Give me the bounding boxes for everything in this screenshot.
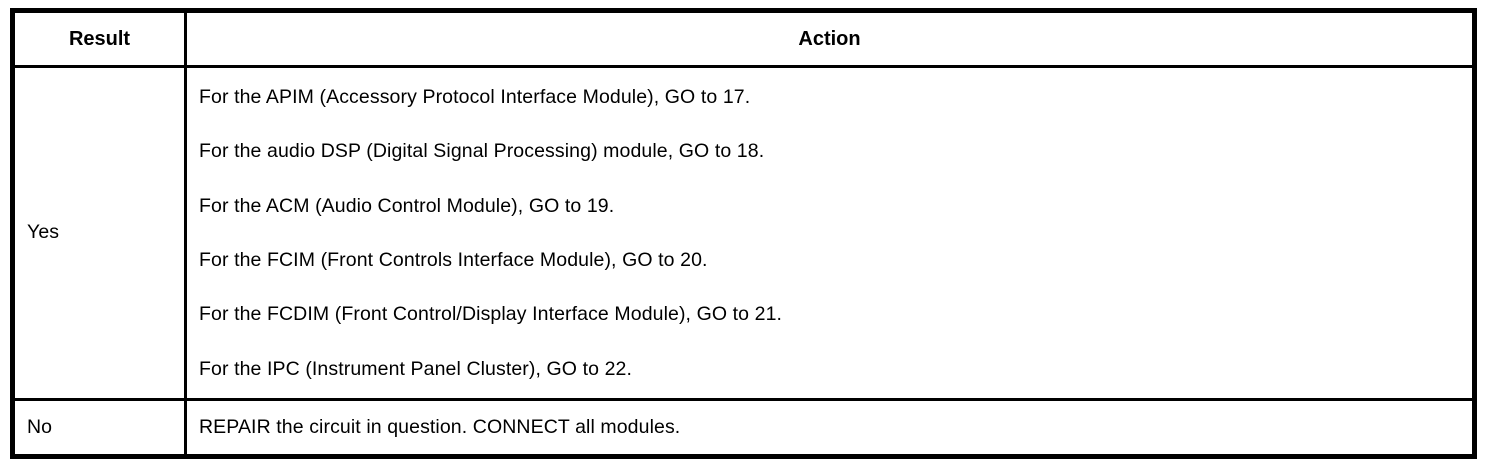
result-action-table: Result Action Yes For the APIM (Accessor… [10, 8, 1477, 459]
result-cell-no: No [11, 397, 187, 459]
column-header-result: Result [11, 9, 187, 68]
table-row: Yes For the APIM (Accessory Protocol Int… [11, 65, 1476, 401]
action-line: For the IPC (Instrument Panel Cluster), … [199, 357, 632, 380]
action-line: For the FCDIM (Front Control/Display Int… [199, 303, 783, 326]
table-header: Result Action [11, 9, 1476, 68]
header-row: Result Action [11, 9, 1476, 68]
table-row: No REPAIR the circuit in question. CONNE… [11, 397, 1476, 459]
column-header-action: Action [184, 9, 1476, 68]
action-line: For the FCIM (Front Controls Interface M… [199, 249, 708, 272]
table-body: Yes For the APIM (Accessory Protocol Int… [11, 65, 1476, 459]
action-line: REPAIR the circuit in question. CONNECT … [199, 416, 681, 439]
action-line: For the audio DSP (Digital Signal Proces… [199, 140, 765, 163]
action-line: For the APIM (Accessory Protocol Interfa… [199, 86, 751, 109]
action-line: For the ACM (Audio Control Module), GO t… [199, 194, 615, 217]
result-cell-yes: Yes [11, 65, 187, 401]
action-list: For the APIM (Accessory Protocol Interfa… [199, 70, 1462, 396]
action-cell-yes: For the APIM (Accessory Protocol Interfa… [184, 65, 1476, 401]
action-cell-no: REPAIR the circuit in question. CONNECT … [184, 397, 1476, 459]
